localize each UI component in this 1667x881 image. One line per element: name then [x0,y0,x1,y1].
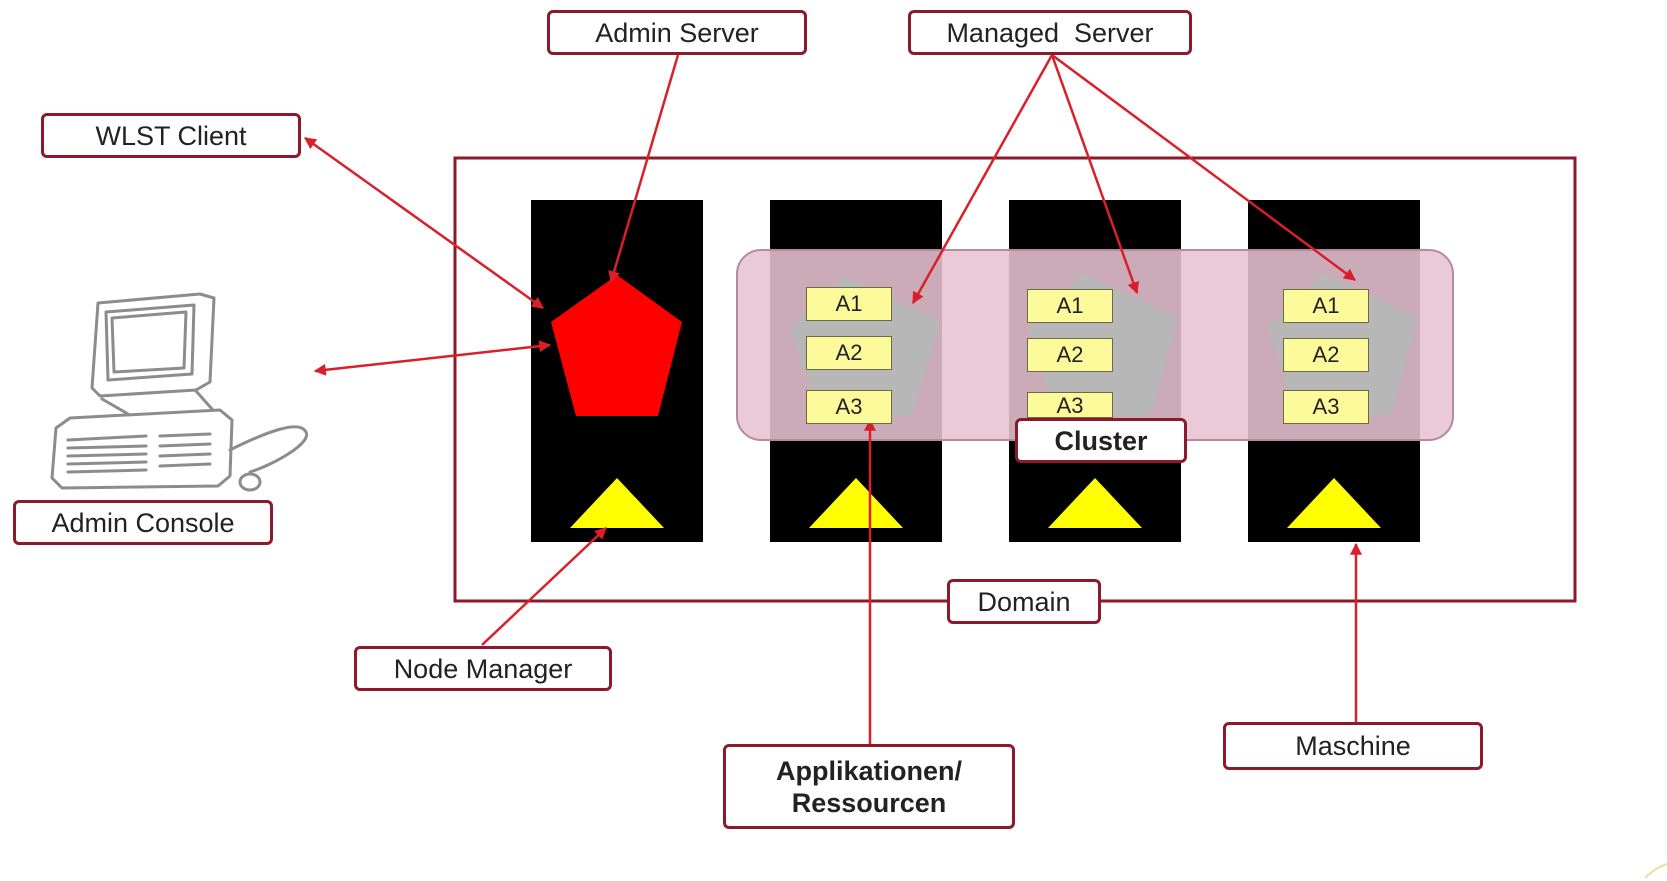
app-box: A2 [1283,338,1369,372]
applications-label-line1: Applikationen/ [775,755,962,786]
managed-server-label: Managed Server [908,10,1192,55]
wlst-client-label: WLST Client [41,113,301,158]
computer-icon [50,292,308,492]
app-box: A3 [1027,392,1113,418]
app-box: A1 [1027,289,1113,323]
node-manager-shape-admin [570,478,664,528]
admin-server-label: Admin Server [547,10,807,55]
applications-label-line2: Ressourcen [791,787,947,818]
node-manager-shape-1 [809,478,903,528]
arrow-admin-console [313,340,552,376]
app-box: A3 [1283,390,1369,424]
admin-console-label: Admin Console [13,500,273,545]
arrow-managed-2 [1050,54,1140,295]
node-manager-label: Node Manager [354,646,612,691]
app-box: A3 [806,390,892,424]
app-box: A2 [806,336,892,370]
app-box: A1 [1283,289,1369,323]
node-manager-shape-2 [1048,478,1142,528]
arrow-wlst [304,136,544,310]
cluster-label: Cluster [1015,418,1187,463]
corner-mark [1644,863,1667,879]
arrow-admin-server [608,54,680,284]
machine-label: Maschine [1223,722,1483,770]
arrow-node-manager [481,527,607,646]
domain-label: Domain [947,579,1101,624]
applications-label: Applikationen/ Ressourcen [723,744,1015,829]
node-manager-shape-3 [1287,478,1381,528]
arrow-managed-1 [911,54,1054,305]
arrow-managed-3 [1051,53,1356,282]
app-box: A2 [1027,338,1113,372]
admin-server-shape [551,275,682,416]
app-box: A1 [806,287,892,321]
